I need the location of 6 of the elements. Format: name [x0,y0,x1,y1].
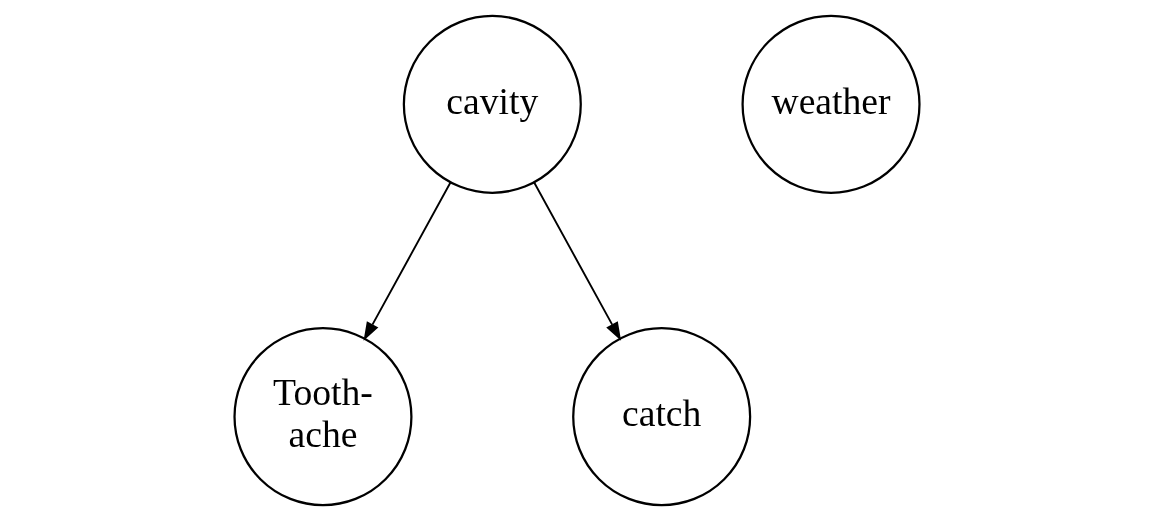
node-circle: Tooth-ache [233,327,413,507]
node-circle: cavity [402,14,582,194]
node-circle: catch [572,327,752,507]
arrow [533,181,622,341]
node-circle: weather [741,14,921,194]
arrow [363,181,452,341]
